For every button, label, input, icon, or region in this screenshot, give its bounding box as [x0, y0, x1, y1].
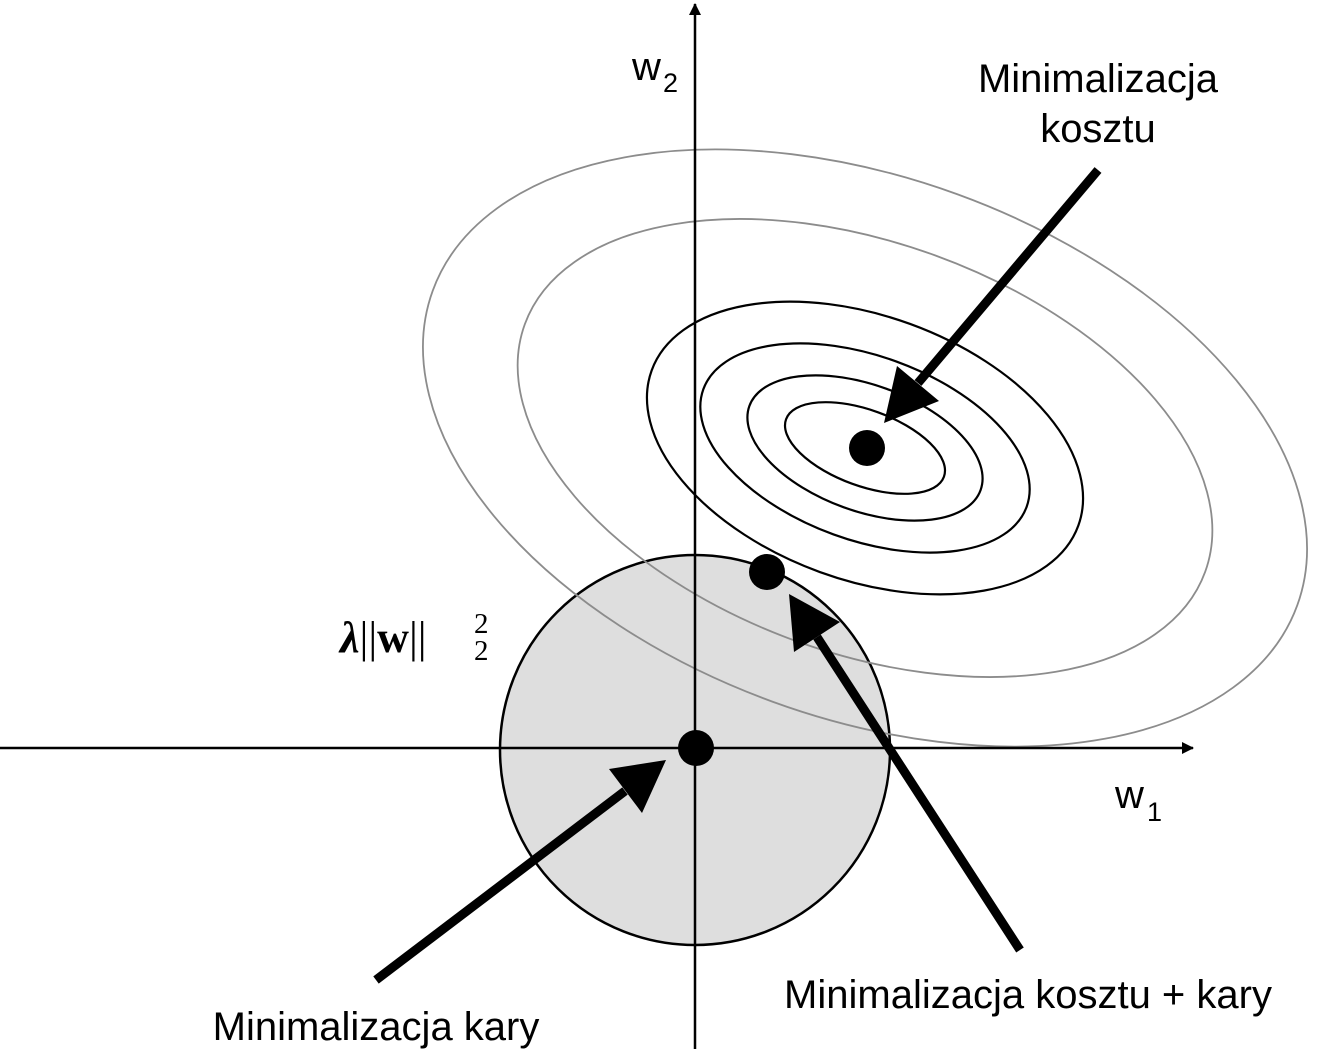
x-axis-label: w 1 [1114, 773, 1162, 827]
cost-minimum-arrow [884, 167, 1102, 423]
cost-minimum-point [849, 430, 885, 466]
penalty-formula-superscript: 2 [474, 608, 489, 640]
x-axis-letter: w [1114, 773, 1144, 817]
cost-contour-inner-2 [699, 342, 1031, 554]
cost-minimum-label-line1: Minimalizacja [978, 57, 1219, 101]
cost-contour-inner-3 [746, 374, 984, 522]
cost-contour-outer-1 [422, 148, 1308, 748]
cost-contour-inner-4 [783, 401, 947, 495]
penalty-minimum-label: Minimalizacja kary [213, 1005, 540, 1049]
penalty-minimum-point [678, 730, 714, 766]
combined-minimum-arrow [789, 594, 1024, 953]
y-axis-label: w 2 [631, 45, 678, 98]
cost-contour-inner-1 [645, 300, 1085, 596]
y-axis-subscript: 2 [663, 68, 678, 98]
combined-minimum-label: Minimalizacja kosztu + kary [784, 973, 1272, 1017]
penalty-minimum-arrow [373, 760, 666, 984]
penalty-formula: λ||w|| 2 2 [338, 608, 489, 667]
penalty-formula-main: λ||w|| [338, 613, 427, 662]
cost-minimum-label-line2: kosztu [1040, 107, 1156, 151]
penalty-formula-subscript: 2 [474, 635, 489, 667]
y-axis-letter: w [631, 45, 661, 89]
combined-minimum-point [749, 554, 785, 590]
x-axis-subscript: 1 [1147, 797, 1162, 827]
